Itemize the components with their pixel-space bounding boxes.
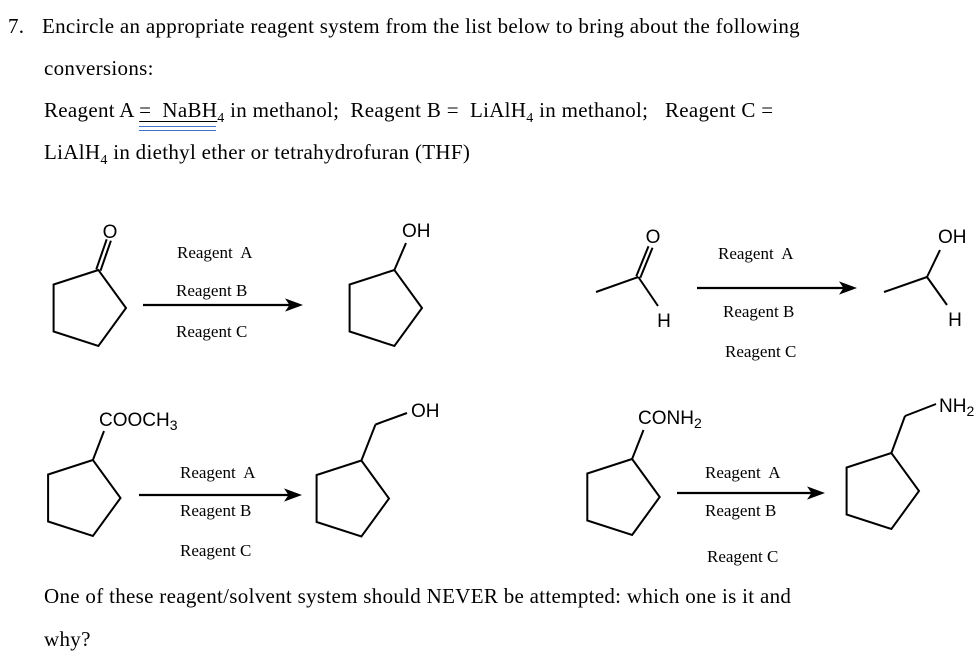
underlined-nabh4: = NaBH [139,98,218,131]
lialh4-subscript-2: 4 [100,153,108,169]
ring-to-ch2-bond [360,424,377,461]
cyclopentane-ring [845,451,921,531]
solvent-text: in diethyl ether or tetrahydrofuran (THF… [107,140,471,164]
carbonyl-double-bond-2 [635,245,650,277]
reaction-3: COOCH3 Reagent A Reagent B Reagent C OH [47,401,440,560]
reagent-b-arrow-label: Reagent B [723,302,794,321]
hydroxyl-label: OH [402,221,431,242]
methyl-bond [595,276,639,293]
question-number: 7. [8,14,25,38]
c-oh-bond [393,242,407,271]
footer-line-2: why? [44,627,91,651]
reagent-b-definition: in methanol; Reagent B = LiAlH [224,98,527,122]
carbonyl-double-bond-1 [99,240,112,272]
reagent-c-arrow-label: Reagent C [176,322,247,341]
hydroxyl-label: OH [411,401,440,422]
carbonyl-double-bond-1 [639,247,654,279]
cyclopentane-ring [52,268,128,348]
reaction-4: CONH2 Reagent A Reagent B Reagent C NH2 [586,396,974,566]
ester-text: COOCH [99,410,170,431]
cyclopentane-ring [315,459,391,538]
cyclopentylmethylamine-structure: NH2 [845,396,974,531]
reagent-definitions-line-2: LiAlH4 in diethyl ether or tetrahydrofur… [44,139,471,169]
arrow-head [839,281,857,295]
aldehyde-hydrogen-label: H [657,311,671,332]
ring-to-ester-bond [91,430,105,461]
cyclopentanone-structure: O [52,222,128,348]
cyclopentanol-structure: OH [348,221,431,348]
cyclopentane-ring [348,268,424,348]
reagent-a-label: Reagent A [44,98,140,122]
reagent-b-arrow-label: Reagent B [176,281,247,300]
question-line-2: conversions: [44,56,154,80]
reagent-c-arrow-label: Reagent C [180,541,251,560]
carbonyl-oxygen-label: O [103,222,118,243]
nabh4-subscript: 4 [217,111,225,127]
reaction-2: O H Reagent A Reagent B Reagent C OH H [595,227,967,361]
lialh4-subscript: 4 [526,111,534,127]
reagent-a-arrow-label: Reagent A [177,243,253,262]
reagent-a-arrow-label: Reagent A [718,244,794,263]
underlined-nabh4-text: = NaBH [139,98,218,122]
amide-group-label: CONH2 [638,408,702,431]
ester-group-label: COOCH3 [99,410,178,433]
reagent-c-arrow-label: Reagent C [725,342,796,361]
cyclopentane-ring [586,457,661,537]
reaction-arrow-2 [697,281,857,295]
ring-to-amide-bond [631,429,645,460]
reagent-c-definition-start: in methanol; Reagent C = [533,98,774,122]
question-line-1: Encircle an appropriate reagent system f… [42,14,800,38]
reagent-a-arrow-label: Reagent A [180,463,256,482]
footer-line-1: One of these reagent/solvent system shou… [44,584,792,608]
grammar-check-underline [139,125,217,131]
ethanol-structure: OH H [883,227,967,331]
ch2-to-nh2-bond [904,403,937,417]
reagent-b-arrow-label: Reagent B [180,501,251,520]
reagent-a-arrow-label: Reagent A [705,463,781,482]
amide-text: CONH [638,408,694,429]
methyl-bond [883,276,928,293]
amide-structure: CONH2 [586,408,702,537]
c-h-bond [926,276,948,306]
reagent-b-arrow-label: Reagent B [705,501,776,520]
cyclopentane-ring [47,458,122,538]
amine-subscript: 2 [966,403,974,419]
arrow-head [807,486,825,500]
methyl-ester-structure: COOCH3 [47,410,178,538]
carbonyl-double-bond-2 [95,238,108,270]
c-oh-bond [926,249,941,278]
hydroxyl-label: OH [938,227,967,248]
c-h-bond [637,276,659,307]
reaction-arrow-3 [139,488,302,502]
arrow-head [284,488,302,502]
lialh4-text: LiAlH [44,140,101,164]
arrow-head [285,298,303,312]
reagent-c-arrow-label: Reagent C [707,547,778,566]
carbonyl-oxygen-label: O [646,227,661,248]
hydrogen-label: H [948,310,962,331]
ester-subscript: 3 [170,417,178,433]
reaction-1: O Reagent A Reagent B Reagent C OH [52,221,431,348]
amine-group-label: NH2 [939,396,974,419]
reaction-arrow-1 [143,298,303,312]
ch2-to-oh-bond [375,412,408,426]
ring-to-ch2-bond [890,415,906,454]
amide-subscript: 2 [694,415,702,431]
reaction-arrow-4 [677,486,825,500]
amine-text: NH [939,396,966,417]
cyclopentylmethanol-structure: OH [315,401,440,538]
acetaldehyde-structure: O H [595,227,671,332]
